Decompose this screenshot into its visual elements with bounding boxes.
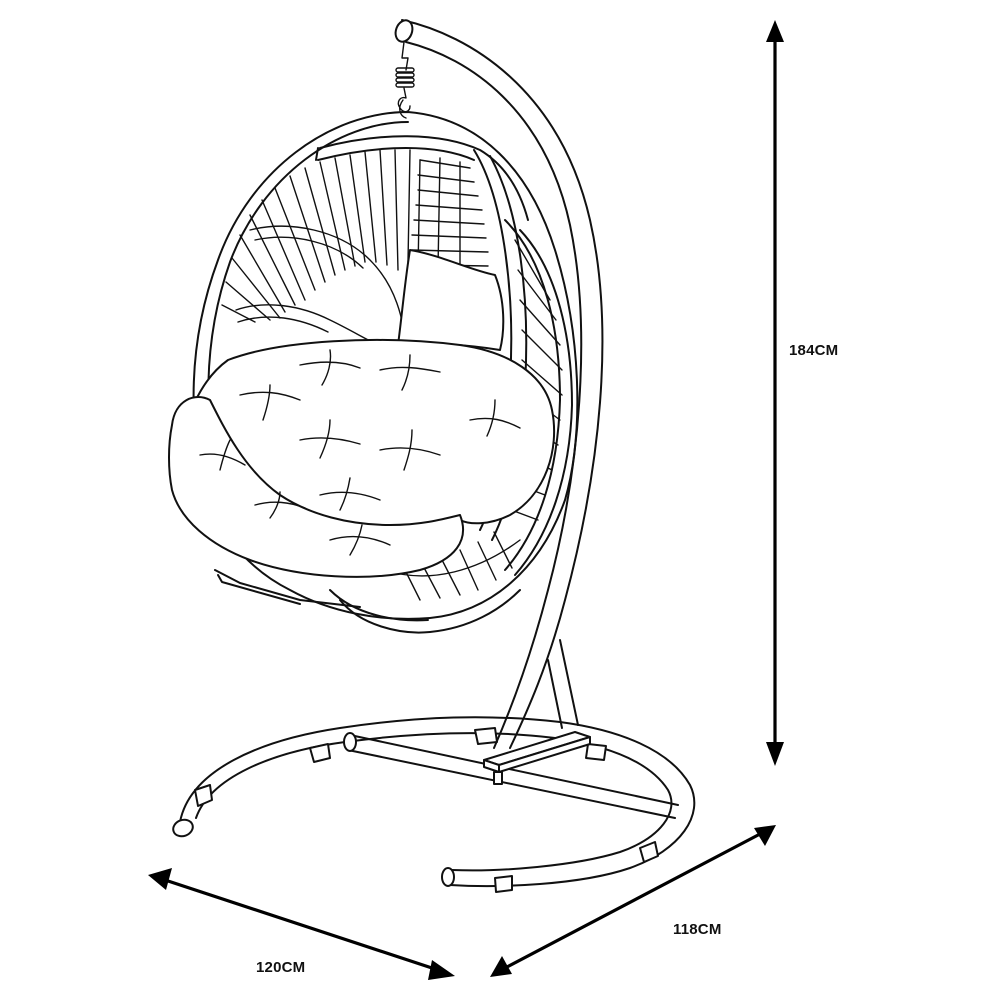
hanging-spring-hook xyxy=(395,41,415,119)
width-dimension-label: 120CM xyxy=(256,959,306,976)
back-pillow xyxy=(397,249,505,351)
base-mount-plate xyxy=(483,731,591,785)
dimension-arrow-depth xyxy=(490,825,776,977)
stand-arm xyxy=(394,19,604,749)
stand-base-ring xyxy=(172,716,696,893)
base-crossbar xyxy=(343,732,679,819)
dimension-arrow-height xyxy=(766,20,784,766)
tufted-seat-cushion xyxy=(168,339,556,578)
height-dimension-label: 184CM xyxy=(789,342,839,359)
depth-dimension-label: 118CM xyxy=(673,921,722,938)
dimension-arrow-width xyxy=(148,868,455,980)
